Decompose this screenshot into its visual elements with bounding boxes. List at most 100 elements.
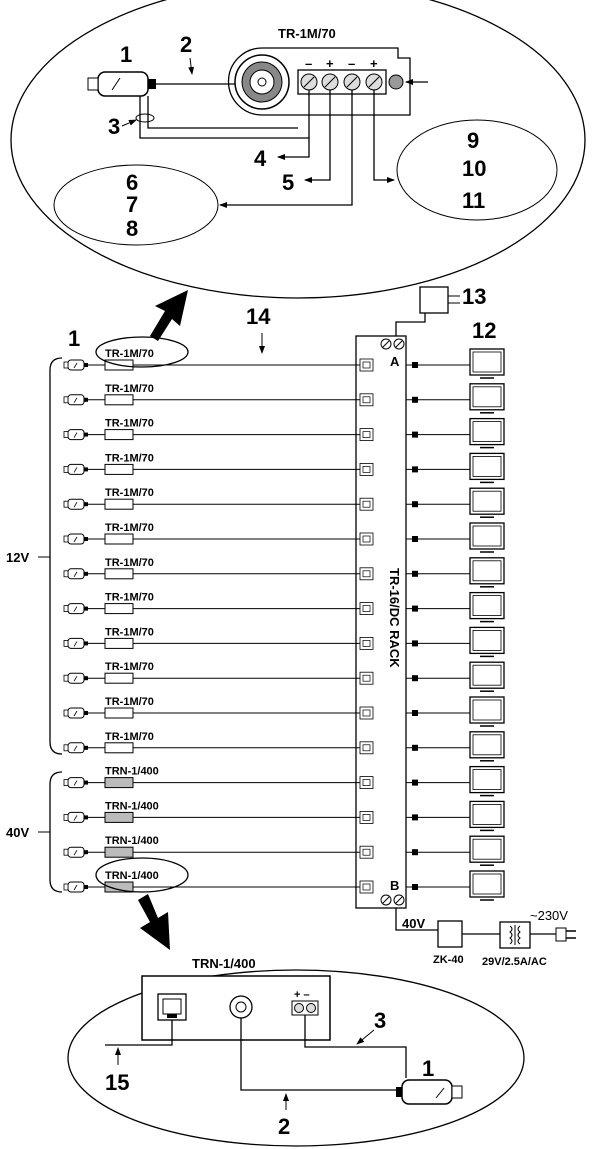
bnc-connector-icon bbox=[234, 54, 290, 110]
rj45-socket-icon bbox=[359, 567, 374, 581]
monitor-icon bbox=[469, 661, 505, 692]
bnc-connector-icon bbox=[412, 710, 418, 716]
camera-icon bbox=[63, 568, 89, 580]
bnc-connector-icon bbox=[412, 501, 418, 508]
monitor-icon bbox=[469, 557, 505, 588]
bnc-connector-icon bbox=[412, 744, 418, 751]
receiver-box bbox=[104, 498, 134, 510]
receiver-label: TRN-1/400 bbox=[105, 870, 159, 882]
terminal-screws bbox=[300, 73, 383, 91]
highlight-top-receiver bbox=[95, 336, 189, 368]
rj45-socket-icon bbox=[359, 671, 374, 685]
bnc-connector-icon bbox=[412, 605, 418, 612]
channel-row-14: TRN-1/400 bbox=[63, 800, 505, 832]
rack-port-b: B bbox=[390, 878, 399, 893]
bnc-connector-icon bbox=[412, 362, 418, 368]
terminal-sign-4: + bbox=[370, 56, 378, 71]
rj45-socket-icon bbox=[359, 706, 374, 720]
rj45-socket-icon bbox=[359, 637, 374, 650]
callout-5-top: 5 bbox=[282, 170, 294, 195]
rj45-socket-icon bbox=[359, 358, 374, 372]
camera-icon bbox=[63, 498, 89, 510]
camera-icon bbox=[63, 672, 89, 684]
callout-2-bottom: 2 bbox=[278, 1114, 290, 1139]
channel-row-11: TR-1M/70 bbox=[63, 696, 505, 727]
bottom-terminal-signs: + – bbox=[294, 989, 310, 1001]
rj45-socket-icon bbox=[359, 845, 374, 859]
channel-row-8: TR-1M/70 bbox=[63, 591, 505, 623]
channel-row-15: TRN-1/400 bbox=[63, 835, 505, 866]
channel-row-3: TR-1M/70 bbox=[63, 417, 505, 449]
camera-icon bbox=[63, 777, 89, 789]
mains-plug-icon bbox=[555, 927, 576, 942]
tr-1m-70-housing bbox=[227, 47, 411, 116]
transformer-label: 29V/2.5A/AC bbox=[482, 956, 547, 968]
terminal-sign-1: – bbox=[305, 56, 312, 71]
monitor-icon bbox=[469, 591, 505, 623]
camera-icon bbox=[63, 881, 89, 893]
top-detail-title: TR-1M/70 bbox=[278, 26, 336, 41]
receiver-label: TR-1M/70 bbox=[105, 592, 154, 604]
zk-40-box bbox=[437, 920, 463, 948]
camera-icon bbox=[63, 707, 89, 719]
bottom-detail-ellipse bbox=[67, 969, 525, 1147]
camera-icon bbox=[63, 359, 89, 371]
bnc-connector-icon bbox=[412, 396, 418, 403]
top-detail-view: TR-1M/70 – + – + 1 2 bbox=[10, 0, 586, 299]
monitor-icon bbox=[469, 487, 505, 518]
channel-row-1: TR-1M/70 bbox=[63, 348, 505, 379]
monitor-icon bbox=[469, 835, 505, 866]
rj45-socket-icon bbox=[359, 532, 374, 546]
top-detail-ellipse bbox=[10, 0, 586, 299]
terminal-sign-3: – bbox=[348, 56, 355, 71]
channel-row-7: TR-1M/70 bbox=[63, 557, 505, 588]
bottom-detail-view: TRN-1/400 + – 15 2 3 bbox=[67, 956, 525, 1147]
channel-row-13: TRN-1/400 bbox=[63, 766, 505, 797]
rj45-socket-icon bbox=[359, 776, 374, 789]
receiver-label: TR-1M/70 bbox=[105, 522, 154, 534]
monitor-icon bbox=[469, 452, 505, 484]
monitor-icon bbox=[469, 696, 505, 727]
monitor-icon bbox=[469, 870, 505, 901]
camera-icon bbox=[63, 603, 89, 615]
callout-3-top: 3 bbox=[108, 114, 120, 139]
receiver-box bbox=[104, 429, 134, 441]
monitor-icon bbox=[469, 417, 505, 449]
receiver-box bbox=[104, 533, 134, 545]
rack-terminal-bottom bbox=[380, 894, 405, 906]
rj45-socket-icon bbox=[359, 880, 374, 894]
camera-icon bbox=[63, 637, 89, 649]
receiver-label: TR-1M/70 bbox=[105, 383, 154, 395]
bnc-connector-icon bbox=[412, 675, 418, 682]
monitor-icon bbox=[469, 383, 505, 414]
receiver-label: TR-1M/70 bbox=[105, 626, 154, 638]
receiver-label: TRN-1/400 bbox=[105, 800, 159, 812]
receiver-box bbox=[104, 603, 134, 615]
receiver-box bbox=[104, 637, 134, 649]
bnc-connector-icon bbox=[412, 779, 418, 786]
receiver-label: TR-1M/70 bbox=[105, 418, 154, 430]
receiver-box bbox=[104, 777, 134, 789]
bnc-connector-icon bbox=[229, 995, 253, 1019]
channel-row-9: TR-1M/70 bbox=[63, 626, 505, 658]
group-40v-label: 40V bbox=[6, 825, 29, 840]
callout-2-top: 2 bbox=[180, 32, 192, 57]
channel-row-16: TRN-1/400 bbox=[63, 870, 505, 901]
callout-1-top: 1 bbox=[120, 42, 132, 67]
rack-terminal-top bbox=[380, 338, 405, 350]
receiver-label: TR-1M/70 bbox=[105, 487, 154, 499]
channel-rows: TR-1M/70TR-1M/70TR-1M/70TR-1M/70TR-1M/70… bbox=[63, 348, 505, 901]
power-adapter-icon bbox=[395, 286, 460, 336]
left-group-8: 8 bbox=[126, 216, 138, 241]
rack-port-a: A bbox=[390, 354, 400, 369]
receiver-label: TRN-1/400 bbox=[105, 766, 159, 778]
bnc-connector-icon bbox=[412, 884, 418, 890]
bnc-connector-icon bbox=[412, 570, 418, 577]
callout-1-main: 1 bbox=[68, 326, 80, 351]
monitor-icon bbox=[469, 626, 505, 658]
left-group-7: 7 bbox=[126, 192, 138, 217]
rack-label: TR-16/DC RACK bbox=[387, 568, 402, 668]
channel-row-12: TR-1M/70 bbox=[63, 731, 505, 762]
detail-pointer-bottom bbox=[138, 894, 170, 950]
rj45-socket-icon bbox=[359, 428, 374, 442]
